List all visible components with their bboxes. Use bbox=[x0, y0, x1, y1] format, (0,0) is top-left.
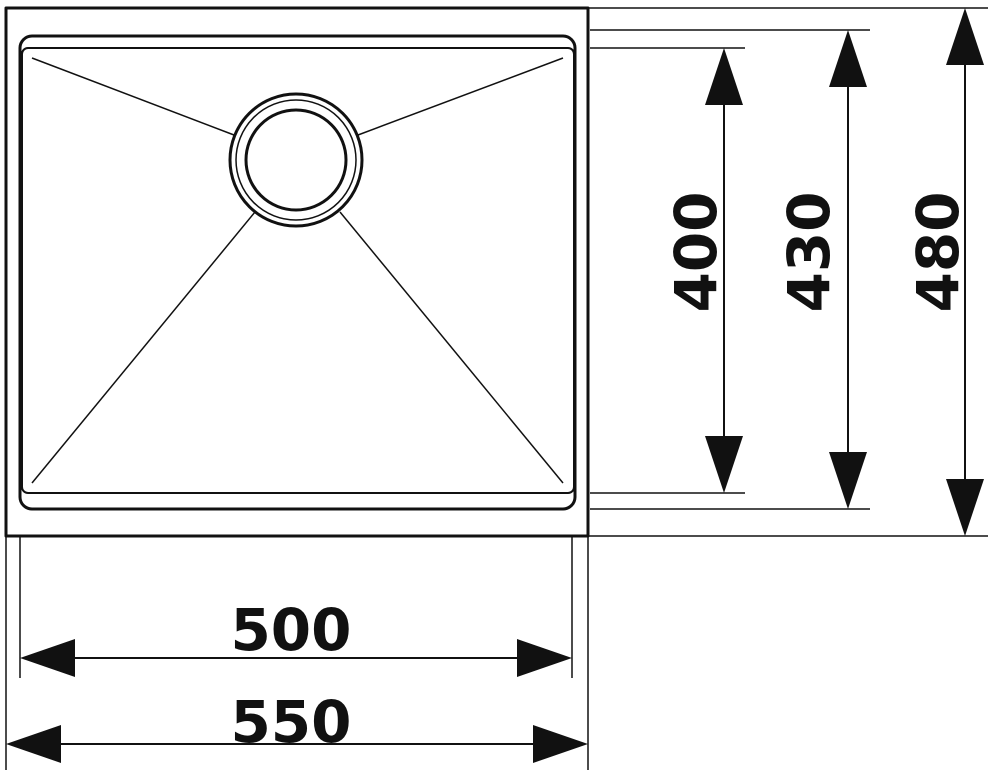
label-500: 500 bbox=[230, 596, 351, 664]
label-550: 550 bbox=[230, 688, 351, 756]
arrow-480-top bbox=[946, 8, 984, 65]
arrow-500-right bbox=[517, 639, 572, 677]
slope-line-top-left bbox=[31, 57, 235, 136]
arrow-400-top bbox=[705, 48, 743, 105]
arrow-500-left bbox=[20, 639, 75, 677]
drain bbox=[228, 92, 364, 228]
arrow-550-left bbox=[6, 725, 61, 763]
slope-line-bottom-right bbox=[339, 211, 564, 484]
arrow-400-bottom bbox=[705, 436, 743, 493]
label-430: 430 bbox=[775, 191, 843, 312]
drain-inner-ring bbox=[244, 108, 348, 212]
arrow-430-bottom bbox=[829, 452, 867, 509]
label-480: 480 bbox=[904, 191, 972, 312]
arrow-480-bottom bbox=[946, 479, 984, 536]
arrow-430-top bbox=[829, 30, 867, 87]
dimension-lines bbox=[40, 38, 966, 745]
slope-line-top-right bbox=[357, 57, 564, 136]
arrowheads bbox=[6, 8, 984, 763]
label-400: 400 bbox=[662, 191, 730, 312]
sink-outline bbox=[4, 6, 590, 538]
slope-line-bottom-left bbox=[31, 211, 256, 484]
arrow-550-right bbox=[533, 725, 588, 763]
extension-lines bbox=[5, 7, 988, 770]
bowl-inner-edge bbox=[21, 47, 575, 494]
outer-rim bbox=[4, 6, 590, 538]
